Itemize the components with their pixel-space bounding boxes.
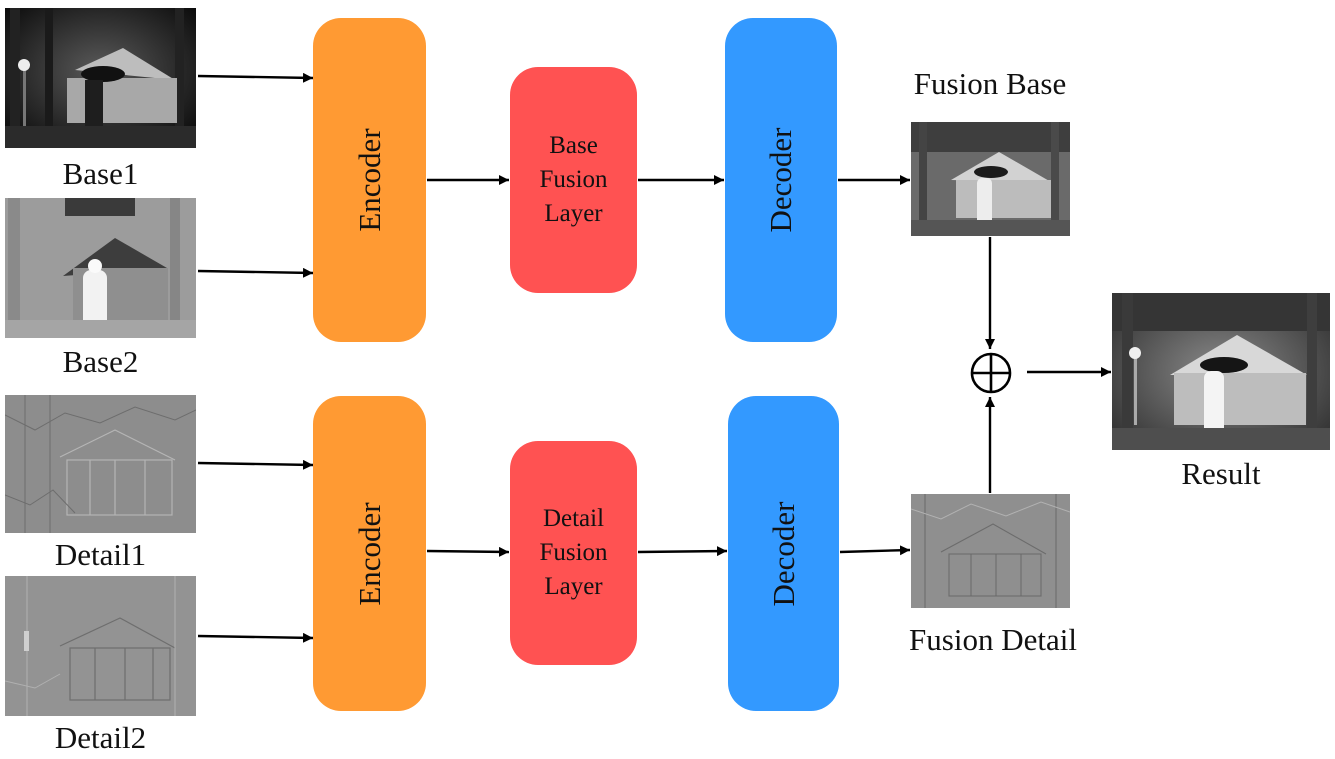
arrow-base2-to-encoder	[197, 267, 314, 278]
top-decoder-block: Decoder	[725, 18, 837, 342]
arrow-decoder-to-fusion-detail	[839, 545, 911, 556]
base-fusion-layer-label: Base Fusion Layer	[539, 132, 608, 227]
fusion-base-caption: Fusion Base	[913, 66, 1067, 101]
result-caption: Result	[1181, 456, 1261, 491]
bottom-decoder-block: Decoder	[728, 396, 839, 711]
arrow-base1-to-encoder	[197, 72, 314, 83]
base1-caption: Base1	[62, 156, 139, 191]
detail-fusion-layer-block: Detail Fusion Layer	[510, 441, 637, 665]
base2-caption: Base2	[62, 344, 139, 379]
fusion-detail-caption: Fusion Detail	[909, 622, 1077, 657]
bottom-encoder-block: Encoder	[313, 396, 426, 711]
arrow-detail-fusion-to-decoder	[637, 546, 728, 557]
top-encoder-block: Encoder	[313, 18, 426, 342]
fusion-detail-image	[911, 494, 1070, 608]
base2-image	[5, 198, 196, 338]
arrow-encoder-to-detail-fusion	[426, 546, 510, 557]
detail1-image	[5, 395, 196, 533]
base1-image	[5, 8, 196, 148]
detail2-image	[5, 576, 196, 716]
result-image	[1112, 293, 1330, 450]
detail2-caption: Detail2	[54, 720, 147, 755]
arrow-detail1-to-encoder	[197, 459, 314, 470]
detail1-caption: Detail1	[54, 537, 147, 572]
addition-operator-symbol	[968, 350, 1014, 396]
base-fusion-layer-block: Base Fusion Layer	[510, 67, 637, 293]
arrow-detail2-to-encoder	[197, 632, 314, 643]
detail-fusion-layer-label: Detail Fusion Layer	[539, 505, 608, 600]
fusion-base-image	[911, 122, 1070, 236]
